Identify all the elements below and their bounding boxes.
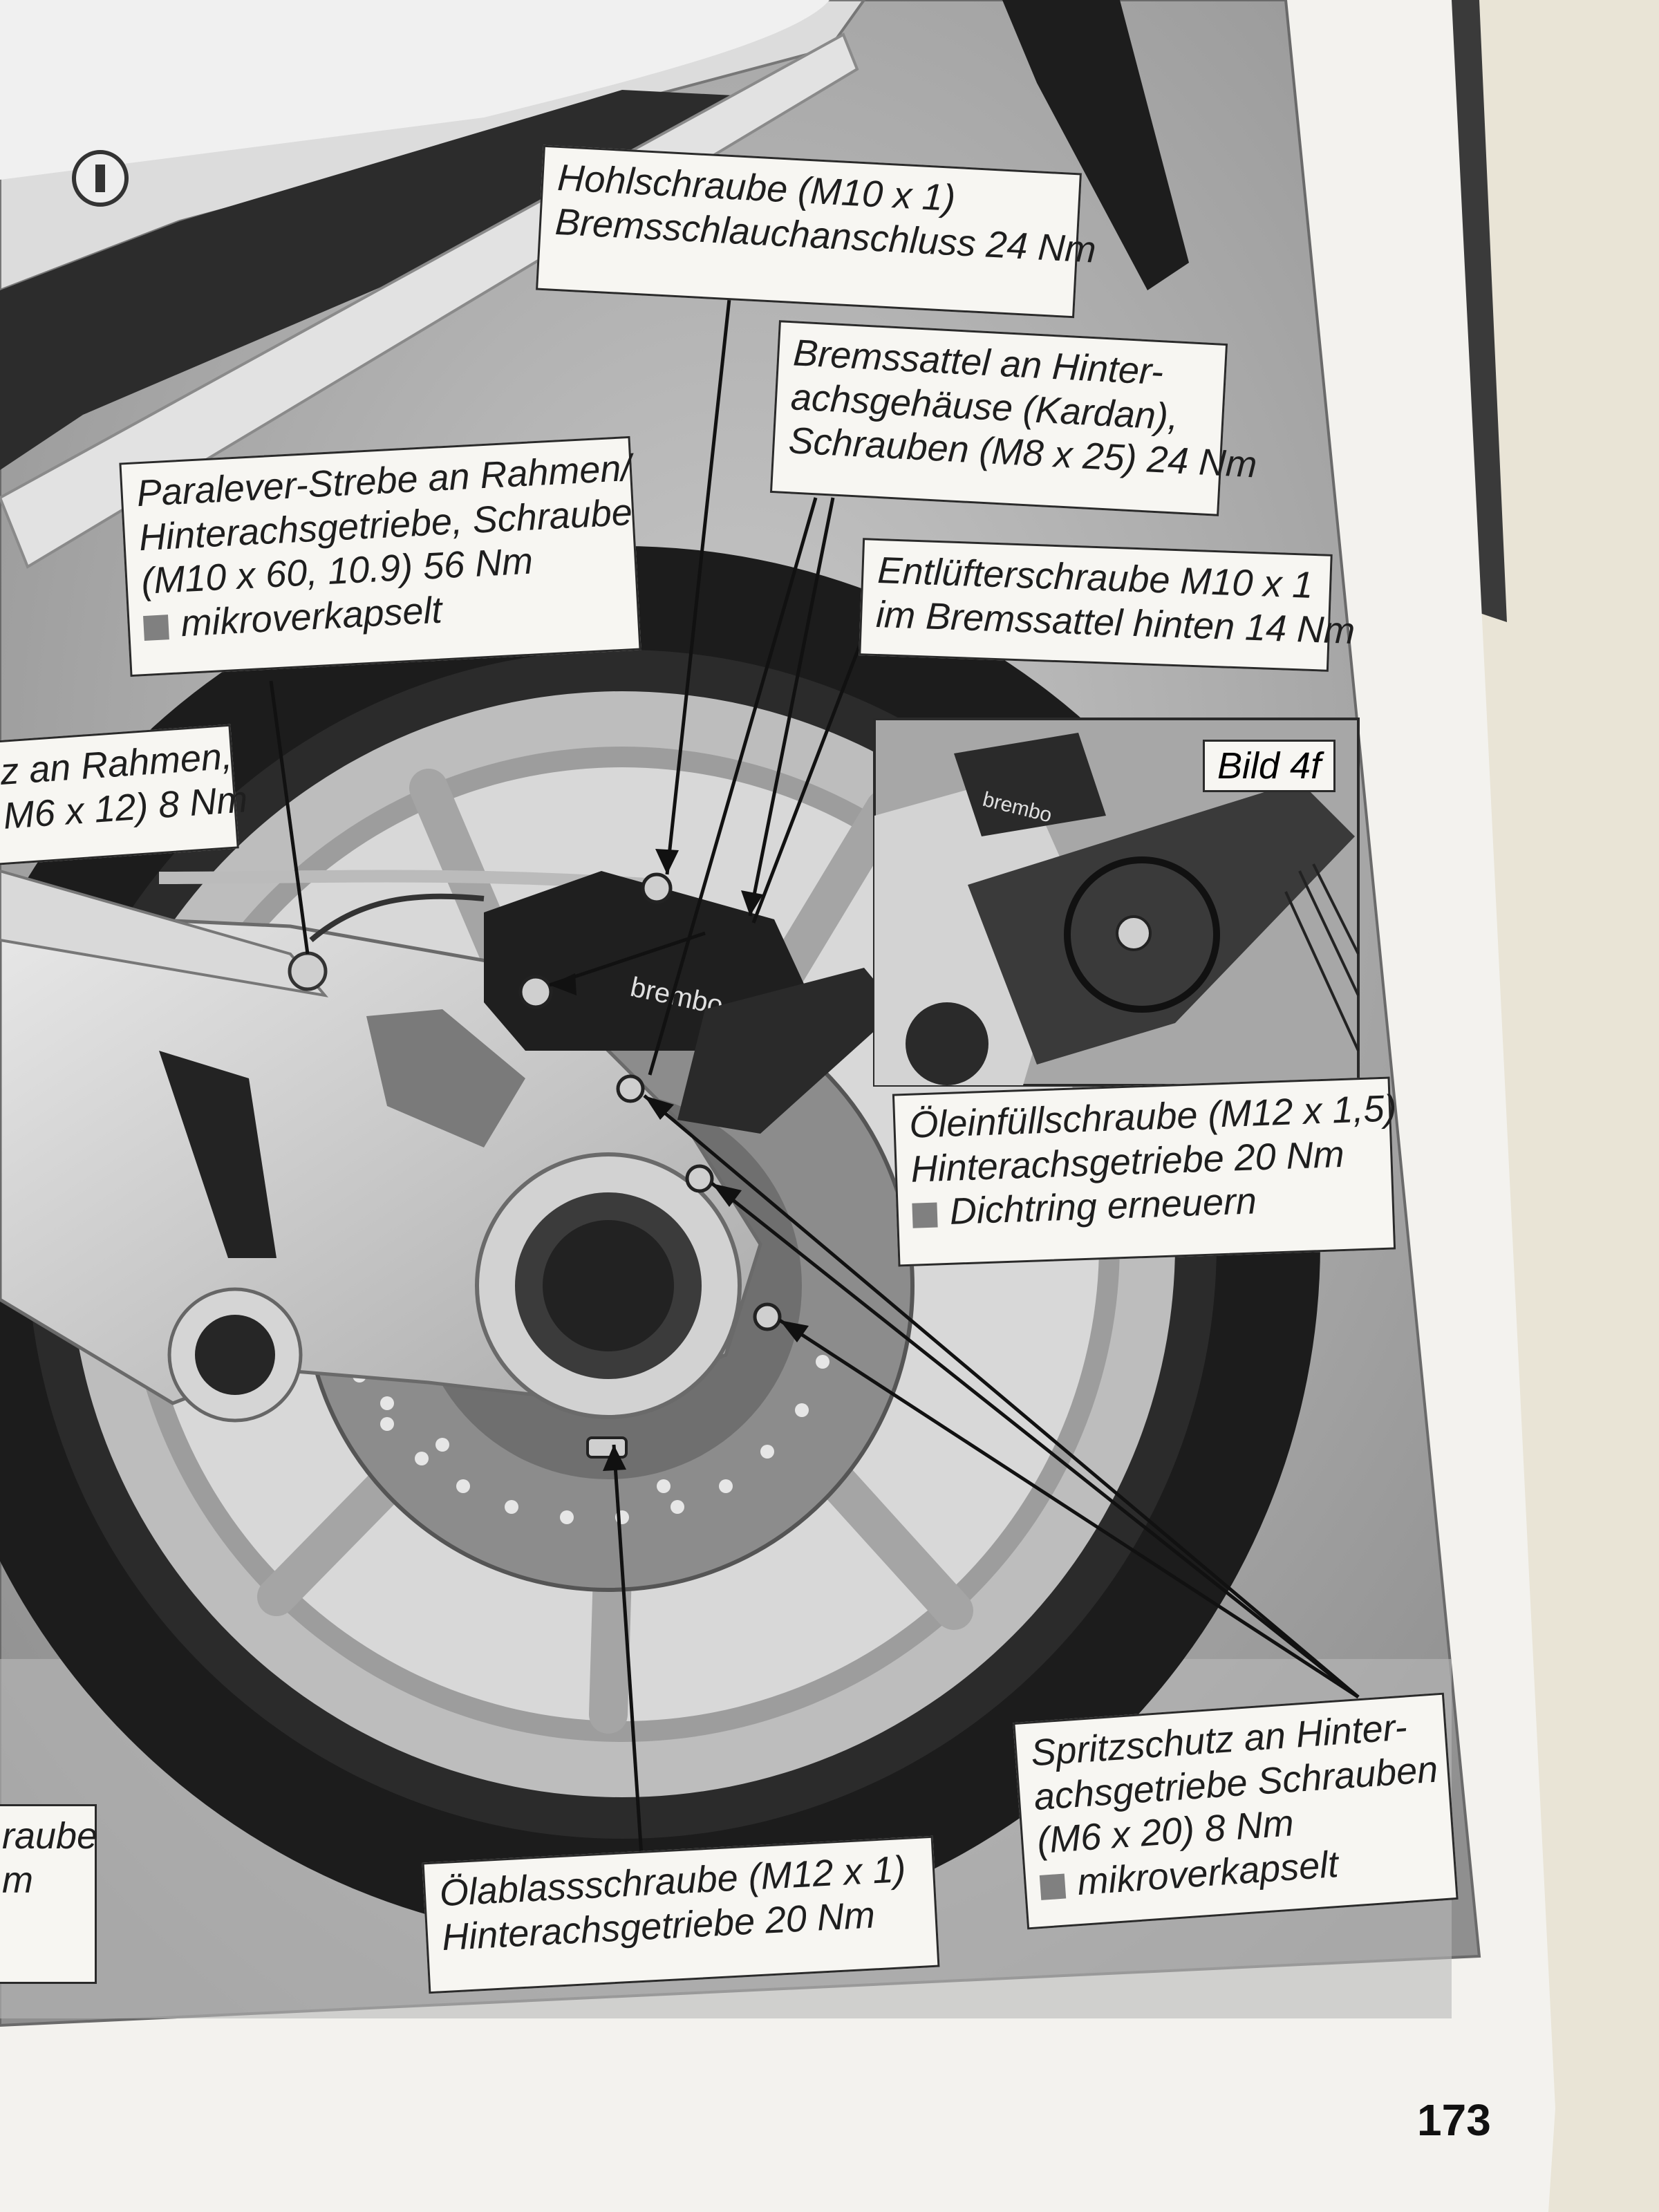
inset-badge: Bild 4f <box>1203 740 1336 792</box>
axle-bore-inner <box>543 1220 674 1351</box>
leader-entluefter <box>751 630 868 924</box>
license-bracket <box>1002 0 1189 290</box>
marker-square <box>143 615 169 641</box>
lock-slot <box>95 165 105 192</box>
swingarm-cutout <box>366 1009 525 1147</box>
splash-guard-bolt-1 <box>685 1164 714 1193</box>
bleeder-screw <box>518 975 553 1009</box>
splash-guard-bolt-2 <box>753 1302 782 1331</box>
page-number: 173 <box>1417 2095 1491 2145</box>
leader-spritz-1 <box>643 1094 1360 1698</box>
label-left-partial: raube m <box>0 1804 97 1984</box>
black-guard <box>159 1051 276 1258</box>
caliper-bracket <box>677 968 899 1134</box>
oeleinfuell-dichtring: Dichtring erneuern <box>948 1180 1257 1233</box>
label-entluefter: Entlüfterschraube M10 x 1 im Bremssattel… <box>859 538 1356 672</box>
leader-entluefter-2 <box>549 931 706 987</box>
label-bremssattel: Bremssattel an Hinter- achsgehäuse (Kard… <box>769 320 1258 516</box>
inset-spokes <box>1284 863 1360 1051</box>
left-partial-line-1: raube <box>2 1815 98 1857</box>
label-oeleinfuell: Öleinfüllschraube (M12 x 1,5) Hinterachs… <box>892 1076 1397 1267</box>
inset-caliper <box>954 733 1106 836</box>
leader-hohlschraube <box>665 279 733 875</box>
label-paralever: Paralever-Strebe an Rahmen/ Hinterachsge… <box>119 435 641 677</box>
label-oelablass: Ölablassschraube (M12 x 1) Hinterachsget… <box>422 1835 940 1994</box>
leader-paralever <box>269 680 310 955</box>
leader-spritz-3 <box>778 1318 1360 1699</box>
inset-black-arm <box>968 781 1355 1065</box>
marker-square <box>1039 1873 1067 1901</box>
leader-oelablass <box>612 1444 644 1857</box>
leader-lines <box>269 279 1360 1857</box>
brake-hose <box>158 870 657 891</box>
disc-holes <box>353 1355 830 1524</box>
caliper-mount-bolt <box>616 1074 645 1103</box>
label-spritzschutz: Spritzschutz an Hinter- achsgetriebe Sch… <box>1013 1692 1459 1930</box>
inset-fill-screw <box>1116 915 1152 951</box>
inset-fill-screw-marker <box>1064 856 1220 1013</box>
arrowheads <box>550 849 809 1471</box>
leader-spritz-2 <box>711 1182 1360 1698</box>
strut-bolt <box>288 951 328 991</box>
seat-cover <box>0 0 830 180</box>
leader-bremssattel <box>748 497 835 917</box>
paralever-strut <box>0 869 329 997</box>
label-rahmen-partial: z an Rahmen, M6 x 12) 8 Nm <box>0 724 249 866</box>
brake-hose-dark <box>309 893 485 943</box>
leader-bremssattel-2 <box>648 497 818 1076</box>
left-partial-line-2: m <box>2 1859 33 1901</box>
drain-plug <box>586 1436 628 1459</box>
photo-border <box>0 0 1481 2027</box>
banjo-bolt <box>641 872 673 904</box>
inset-axle-bore <box>906 1002 988 1085</box>
marker-square <box>912 1202 938 1229</box>
pivot-hole <box>195 1315 275 1395</box>
label-hohlschraube: Hohlschraube (M10 x 1) Bremsschlauchansc… <box>536 144 1097 319</box>
